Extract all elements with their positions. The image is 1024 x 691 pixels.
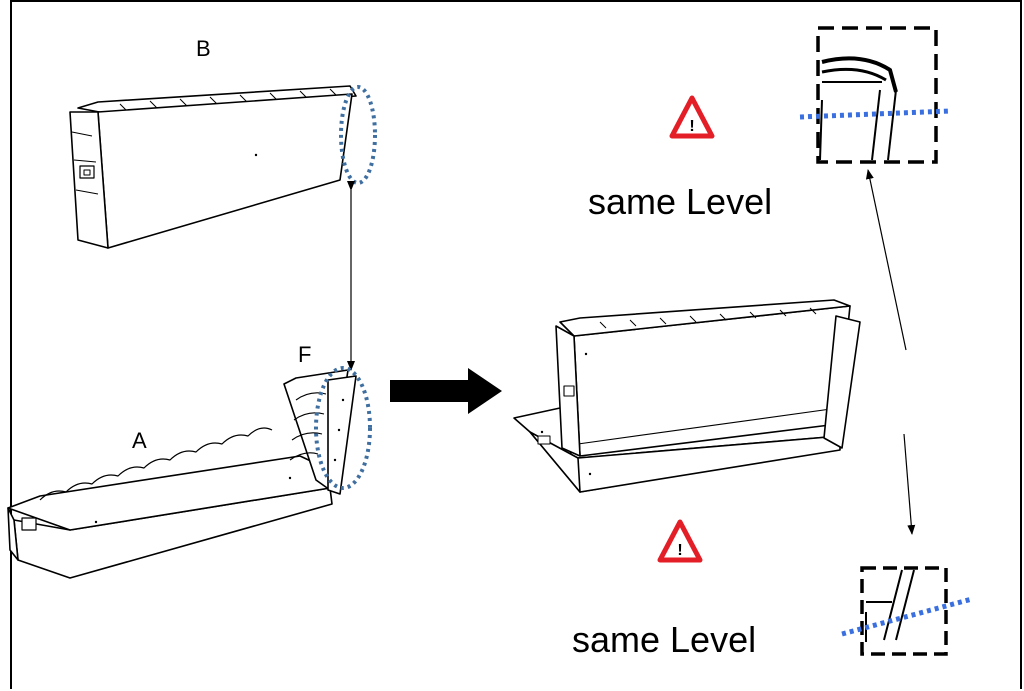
arrow-right-icon <box>390 368 502 414</box>
diagram-frame <box>10 0 1022 689</box>
zoom-detail-top <box>799 26 951 164</box>
warning-triangle-icon: ! <box>657 519 703 563</box>
part-label-a: A <box>132 428 147 453</box>
seat-part-a <box>7 427 333 579</box>
warning-triangle-icon: ! <box>669 95 715 139</box>
dotted-highlight-ellipse-b <box>339 85 377 185</box>
dotted-highlight-ellipse-f <box>314 366 372 490</box>
assembled-sofa <box>513 299 861 493</box>
warning-glyph: ! <box>689 118 694 135</box>
part-label-b: B <box>196 36 211 61</box>
same-level-note-top: same Level <box>588 181 773 222</box>
zoom-detail-bottom <box>841 566 973 656</box>
pointer-arrow-up <box>865 169 907 351</box>
side-frame-part-f <box>283 369 357 495</box>
pointer-arrow-down <box>903 433 916 535</box>
level-line <box>799 108 951 120</box>
backrest-part-b <box>69 85 357 249</box>
same-level-note-bottom: same Level <box>572 619 757 660</box>
part-label-f: F <box>298 342 312 367</box>
warning-glyph: ! <box>677 542 682 559</box>
level-line <box>841 596 973 637</box>
